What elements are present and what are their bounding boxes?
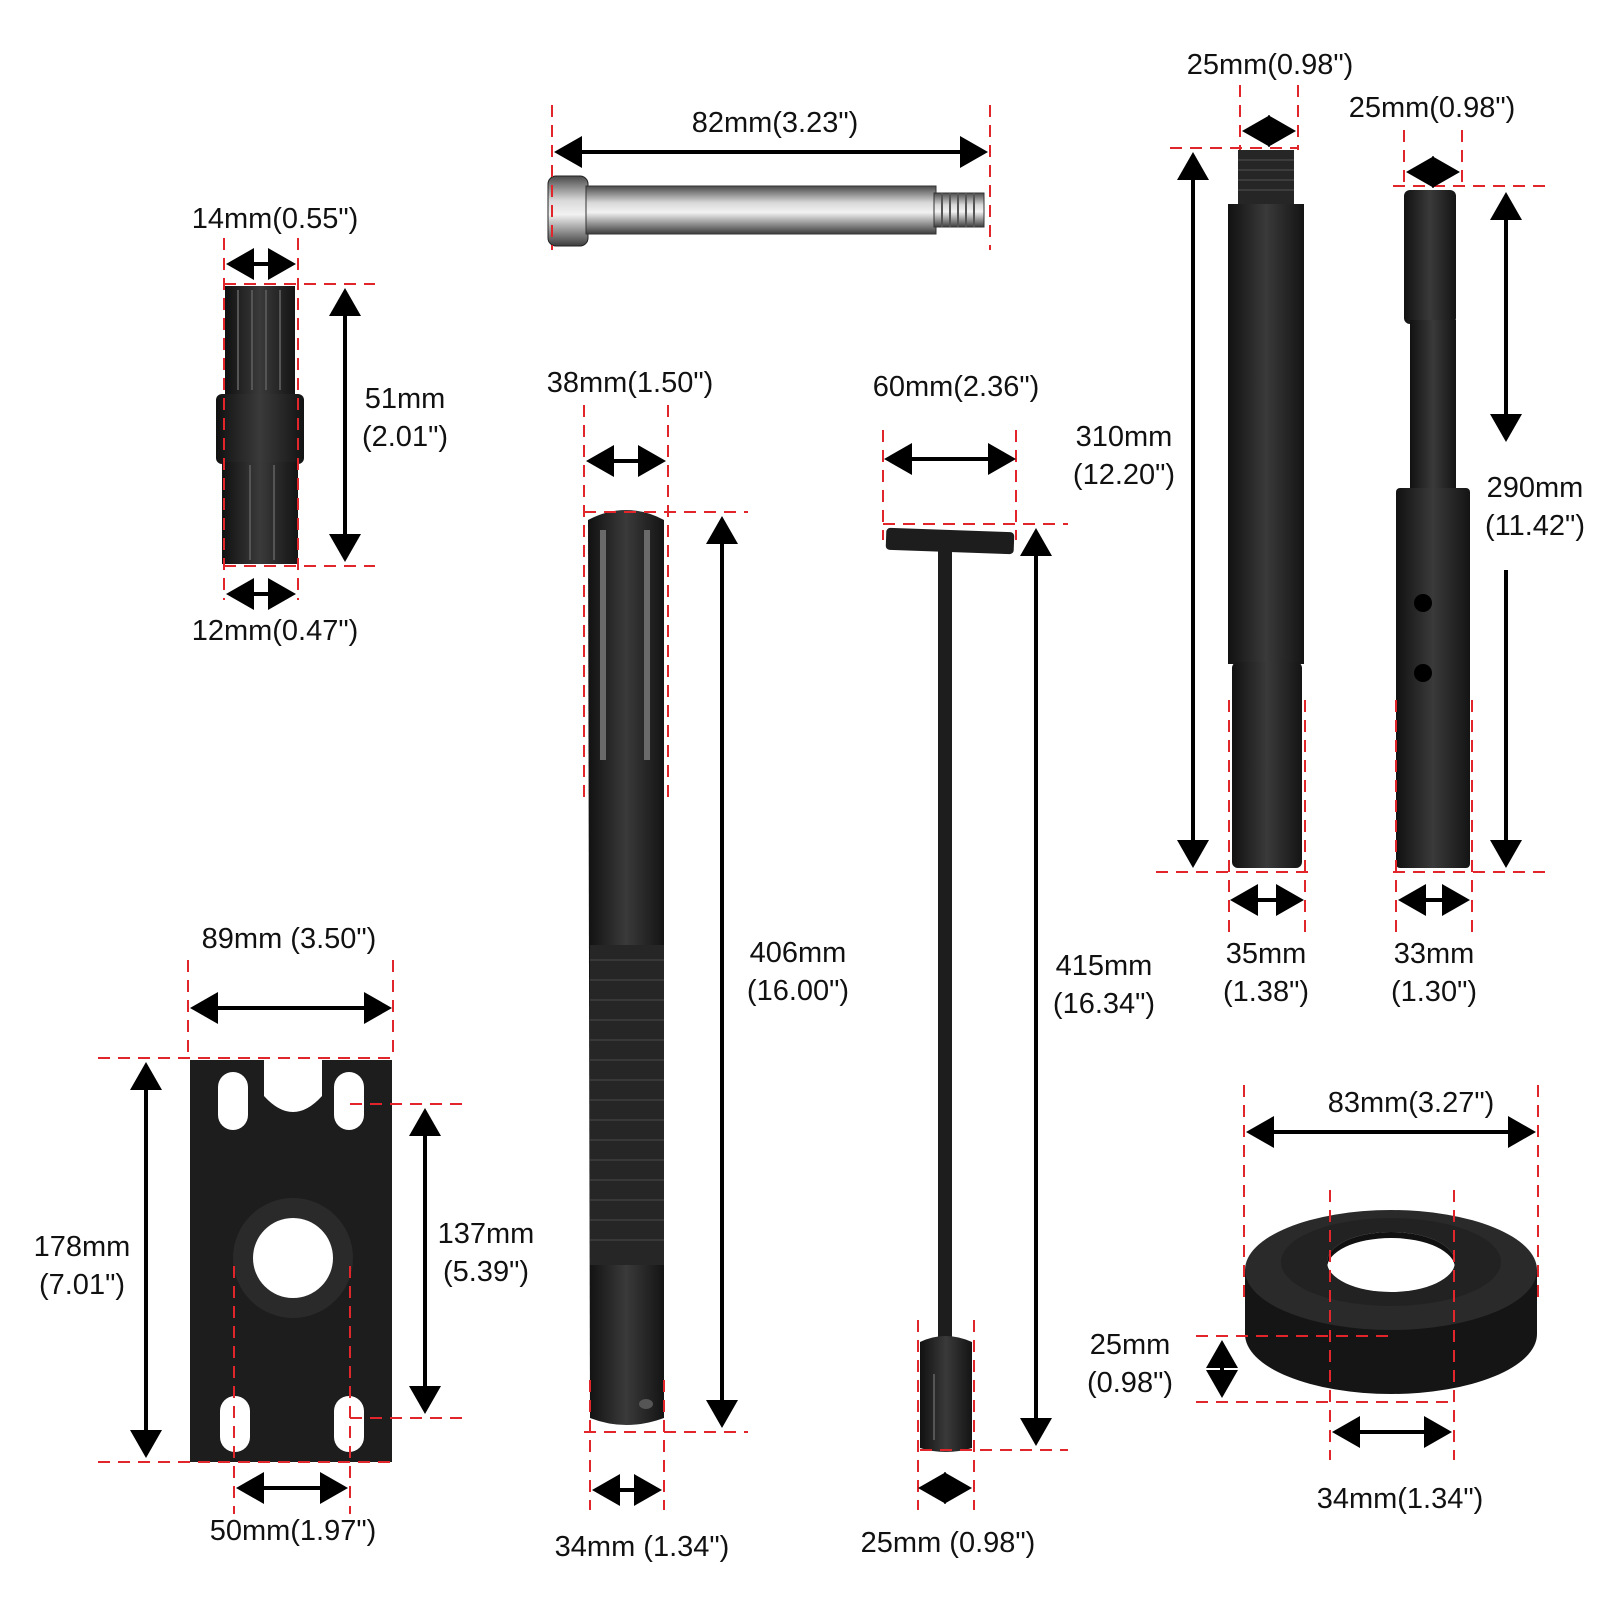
adapter-height-in-label: (2.01") — [362, 421, 448, 453]
ring-diameter-label: 83mm(3.27") — [1328, 1087, 1495, 1119]
rodB-bottom-in-label: (1.30") — [1391, 976, 1477, 1008]
collet-length-in-label: (16.00") — [747, 975, 849, 1007]
threaded-rod-310 — [1228, 150, 1304, 868]
plate-slots-mm-label: 137mm — [438, 1218, 535, 1250]
bolt-length-label: 82mm(3.23") — [692, 107, 859, 139]
collet-top-label: 38mm(1.50") — [547, 367, 714, 399]
shoulder-bolt — [547, 175, 985, 247]
thandle-length-in-label: (16.34") — [1053, 988, 1155, 1020]
stepped-rod-290 — [1396, 190, 1470, 868]
rodA-length-in-label: (12.20") — [1073, 459, 1175, 491]
thandle-length-mm-label: 415mm — [1056, 950, 1153, 982]
collet-length-mm-label: 406mm — [750, 937, 847, 969]
rodB-length-mm-label: 290mm — [1487, 472, 1584, 504]
rodA-bottom-mm-label: 35mm — [1226, 938, 1307, 970]
ring-bore-label: 34mm(1.34") — [1317, 1483, 1484, 1515]
t-handle — [885, 527, 1015, 1452]
rodB-length-in-label: (11.42") — [1485, 510, 1585, 542]
rodB-bottom-mm-label: 33mm — [1394, 938, 1475, 970]
adapter-height-mm-label: 51mm — [365, 383, 446, 415]
collet-bottom-label: 34mm (1.34") — [555, 1531, 730, 1563]
rodA-length-mm-label: 310mm — [1076, 421, 1173, 453]
thandle-bottom-label: 25mm (0.98") — [861, 1527, 1036, 1559]
ring-height-in-label: (0.98") — [1087, 1367, 1173, 1399]
ring-height-mm-label: 25mm — [1090, 1329, 1171, 1361]
rodA-top-label: 25mm(0.98") — [1187, 49, 1354, 81]
thandle-top-label: 60mm(2.36") — [873, 371, 1040, 403]
rodA-bottom-in-label: (1.38") — [1223, 976, 1309, 1008]
hex-adapter — [216, 286, 304, 564]
collet-rod — [588, 510, 664, 1425]
base-plate — [190, 1060, 392, 1462]
plate-height-in-label: (7.01") — [39, 1269, 125, 1301]
plate-width-label: 89mm (3.50") — [202, 923, 377, 955]
plate-slots-in-label: (5.39") — [443, 1256, 529, 1288]
adapter-bottom-label: 12mm(0.47") — [192, 615, 359, 647]
rodB-top-label: 25mm(0.98") — [1349, 92, 1516, 124]
ring-spacer — [1245, 1210, 1537, 1394]
plate-height-mm-label: 178mm — [34, 1231, 131, 1263]
plate-bottom-label: 50mm(1.97") — [210, 1515, 377, 1547]
adapter-top-label: 14mm(0.55") — [192, 203, 359, 235]
